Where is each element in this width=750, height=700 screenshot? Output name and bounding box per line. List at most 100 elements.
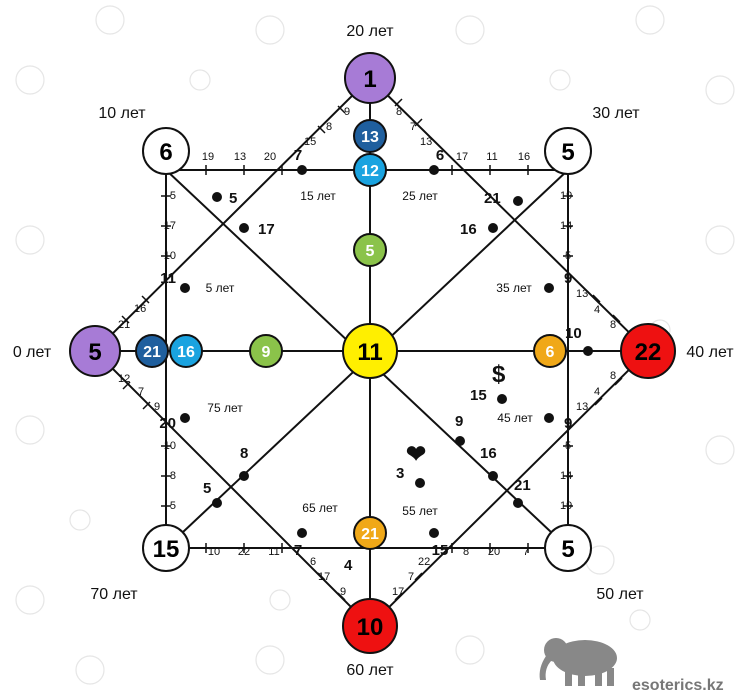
seg-right-2: 14 [560, 220, 572, 232]
node-top-right-value: 5 [561, 139, 574, 166]
node-bottom-right: 5 [544, 524, 592, 572]
node-left-value: 5 [88, 339, 101, 366]
seg-right-1: 19 [560, 190, 572, 202]
age-20: 20 лет [346, 23, 394, 40]
age-65: 65 лет [302, 501, 338, 515]
node-center: 11 [342, 323, 398, 379]
label-tr-16: 16 [460, 221, 477, 238]
node-left-inner3: 9 [249, 334, 283, 368]
seg-bottom-3: 11 [268, 546, 279, 558]
age-15: 15 лет [300, 189, 336, 203]
seg-bottom-7: 20 [488, 546, 500, 558]
node-bottom-inner-value: 21 [361, 526, 379, 543]
label-r-10: 10 [565, 325, 582, 342]
age-labels: 20 лет 10 лет 30 лет 0 лет 40 лет 70 лет… [13, 23, 734, 679]
node-bottom-left: 15 [142, 524, 190, 572]
seg-br-3: 17 [392, 586, 404, 598]
seg-bottom-5: 15 [432, 542, 449, 559]
age-45: 45 лет [497, 411, 533, 425]
node-top: 1 [344, 52, 396, 104]
label-tl-5: 5 [229, 190, 237, 207]
node-bottom-left-value: 15 [153, 536, 180, 563]
node-top-left-value: 6 [159, 139, 172, 166]
segment-labels: 9 8 15 8 7 13 19 13 20 7 6 17 11 16 5 17… [118, 106, 616, 598]
seg-lb-2: 7 [138, 386, 144, 398]
seg-left-lower-4: 5 [170, 500, 176, 512]
node-right-inner: 6 [533, 334, 567, 368]
seg-bottom-4: 7 [294, 542, 302, 559]
node-bottom: 10 [342, 598, 398, 654]
node-left-inner2: 16 [169, 334, 203, 368]
node-top-inner3-value: 5 [366, 243, 375, 260]
node-right: 22 [620, 323, 676, 379]
node-top-left: 6 [142, 127, 190, 175]
node-left-inner1-value: 21 [143, 344, 161, 361]
seg-right-3: 5 [565, 250, 571, 262]
label-bl-5: 5 [203, 480, 211, 497]
seg-bottom-2: 22 [238, 546, 250, 558]
seg-bottom-6: 8 [463, 546, 469, 558]
inner-labels: 5 17 21 16 10 8 5 4 16 21 9 15 3 $ ❤ [203, 190, 582, 574]
seg-tl-1: 9 [344, 106, 350, 118]
seg-tr-1: 8 [396, 106, 402, 118]
brand-name: esoterics.kz [632, 677, 724, 694]
node-top-value: 1 [363, 66, 376, 93]
node-right-inner-value: 6 [546, 344, 555, 361]
node-left: 5 [69, 325, 121, 377]
seg-lt-2: 21 [118, 319, 130, 331]
seg-right-lower-2: 5 [565, 440, 571, 452]
seg-left-4: 11 [160, 270, 176, 287]
elephant-icon [539, 638, 617, 686]
label-money-15: 15 [470, 387, 487, 404]
age-10: 10 лет [98, 105, 146, 122]
label-tl-17: 17 [258, 221, 275, 238]
seg-top-1: 19 [202, 151, 214, 163]
label-b-4: 4 [344, 557, 353, 574]
ticks [121, 98, 623, 601]
age-75: 75 лет [207, 401, 243, 415]
seg-right-lower-3: 14 [560, 470, 572, 482]
node-top-inner1: 13 [353, 119, 387, 153]
age-30: 30 лет [592, 105, 640, 122]
seg-top-4: 7 [294, 147, 302, 164]
node-bottom-inner: 21 [353, 516, 387, 550]
seg-bl-2: 17 [318, 571, 330, 583]
seg-lb-3: 9 [154, 401, 160, 413]
node-left-inner2-value: 16 [177, 344, 195, 361]
seg-top-8: 16 [518, 151, 530, 163]
heart-icon: ❤ [406, 441, 426, 468]
label-heart-3: 3 [396, 465, 404, 482]
node-right-value: 22 [635, 339, 662, 366]
seg-tl-2: 8 [326, 121, 332, 133]
node-center-value: 11 [357, 339, 382, 366]
seg-br-2: 7 [408, 571, 414, 583]
seg-top-6: 17 [456, 151, 468, 163]
age-40: 40 лет [686, 344, 734, 361]
seg-left-1: 5 [170, 190, 176, 202]
seg-right-lower-1: 9 [564, 415, 572, 432]
label-br-16: 16 [480, 445, 497, 462]
brand-logo: esoterics.kz [539, 638, 724, 694]
age-70: 70 лет [90, 586, 138, 603]
seg-top-5: 6 [436, 147, 444, 164]
seg-rb-2: 4 [594, 386, 600, 398]
node-top-inner1-value: 13 [361, 129, 379, 146]
seg-bl-3: 9 [340, 586, 346, 598]
seg-tr-2: 7 [410, 121, 416, 133]
seg-right-lower-4: 19 [560, 500, 572, 512]
age-25: 25 лет [402, 189, 438, 203]
label-tr-21: 21 [484, 190, 501, 207]
age-5: 5 лет [206, 281, 235, 295]
seg-left-lower-2: 10 [164, 440, 176, 452]
seg-left-lower-1: 20 [159, 415, 176, 432]
seg-left-lower-3: 8 [170, 470, 176, 482]
seg-left-3: 10 [164, 250, 176, 262]
seg-right-4: 9 [564, 270, 572, 287]
seg-rb-3: 13 [576, 401, 588, 413]
age-50: 50 лет [596, 586, 644, 603]
node-bottom-right-value: 5 [561, 536, 574, 563]
seg-lb-1: 12 [118, 373, 130, 385]
node-top-inner2: 12 [353, 153, 387, 187]
seg-rt-2: 4 [594, 304, 600, 316]
